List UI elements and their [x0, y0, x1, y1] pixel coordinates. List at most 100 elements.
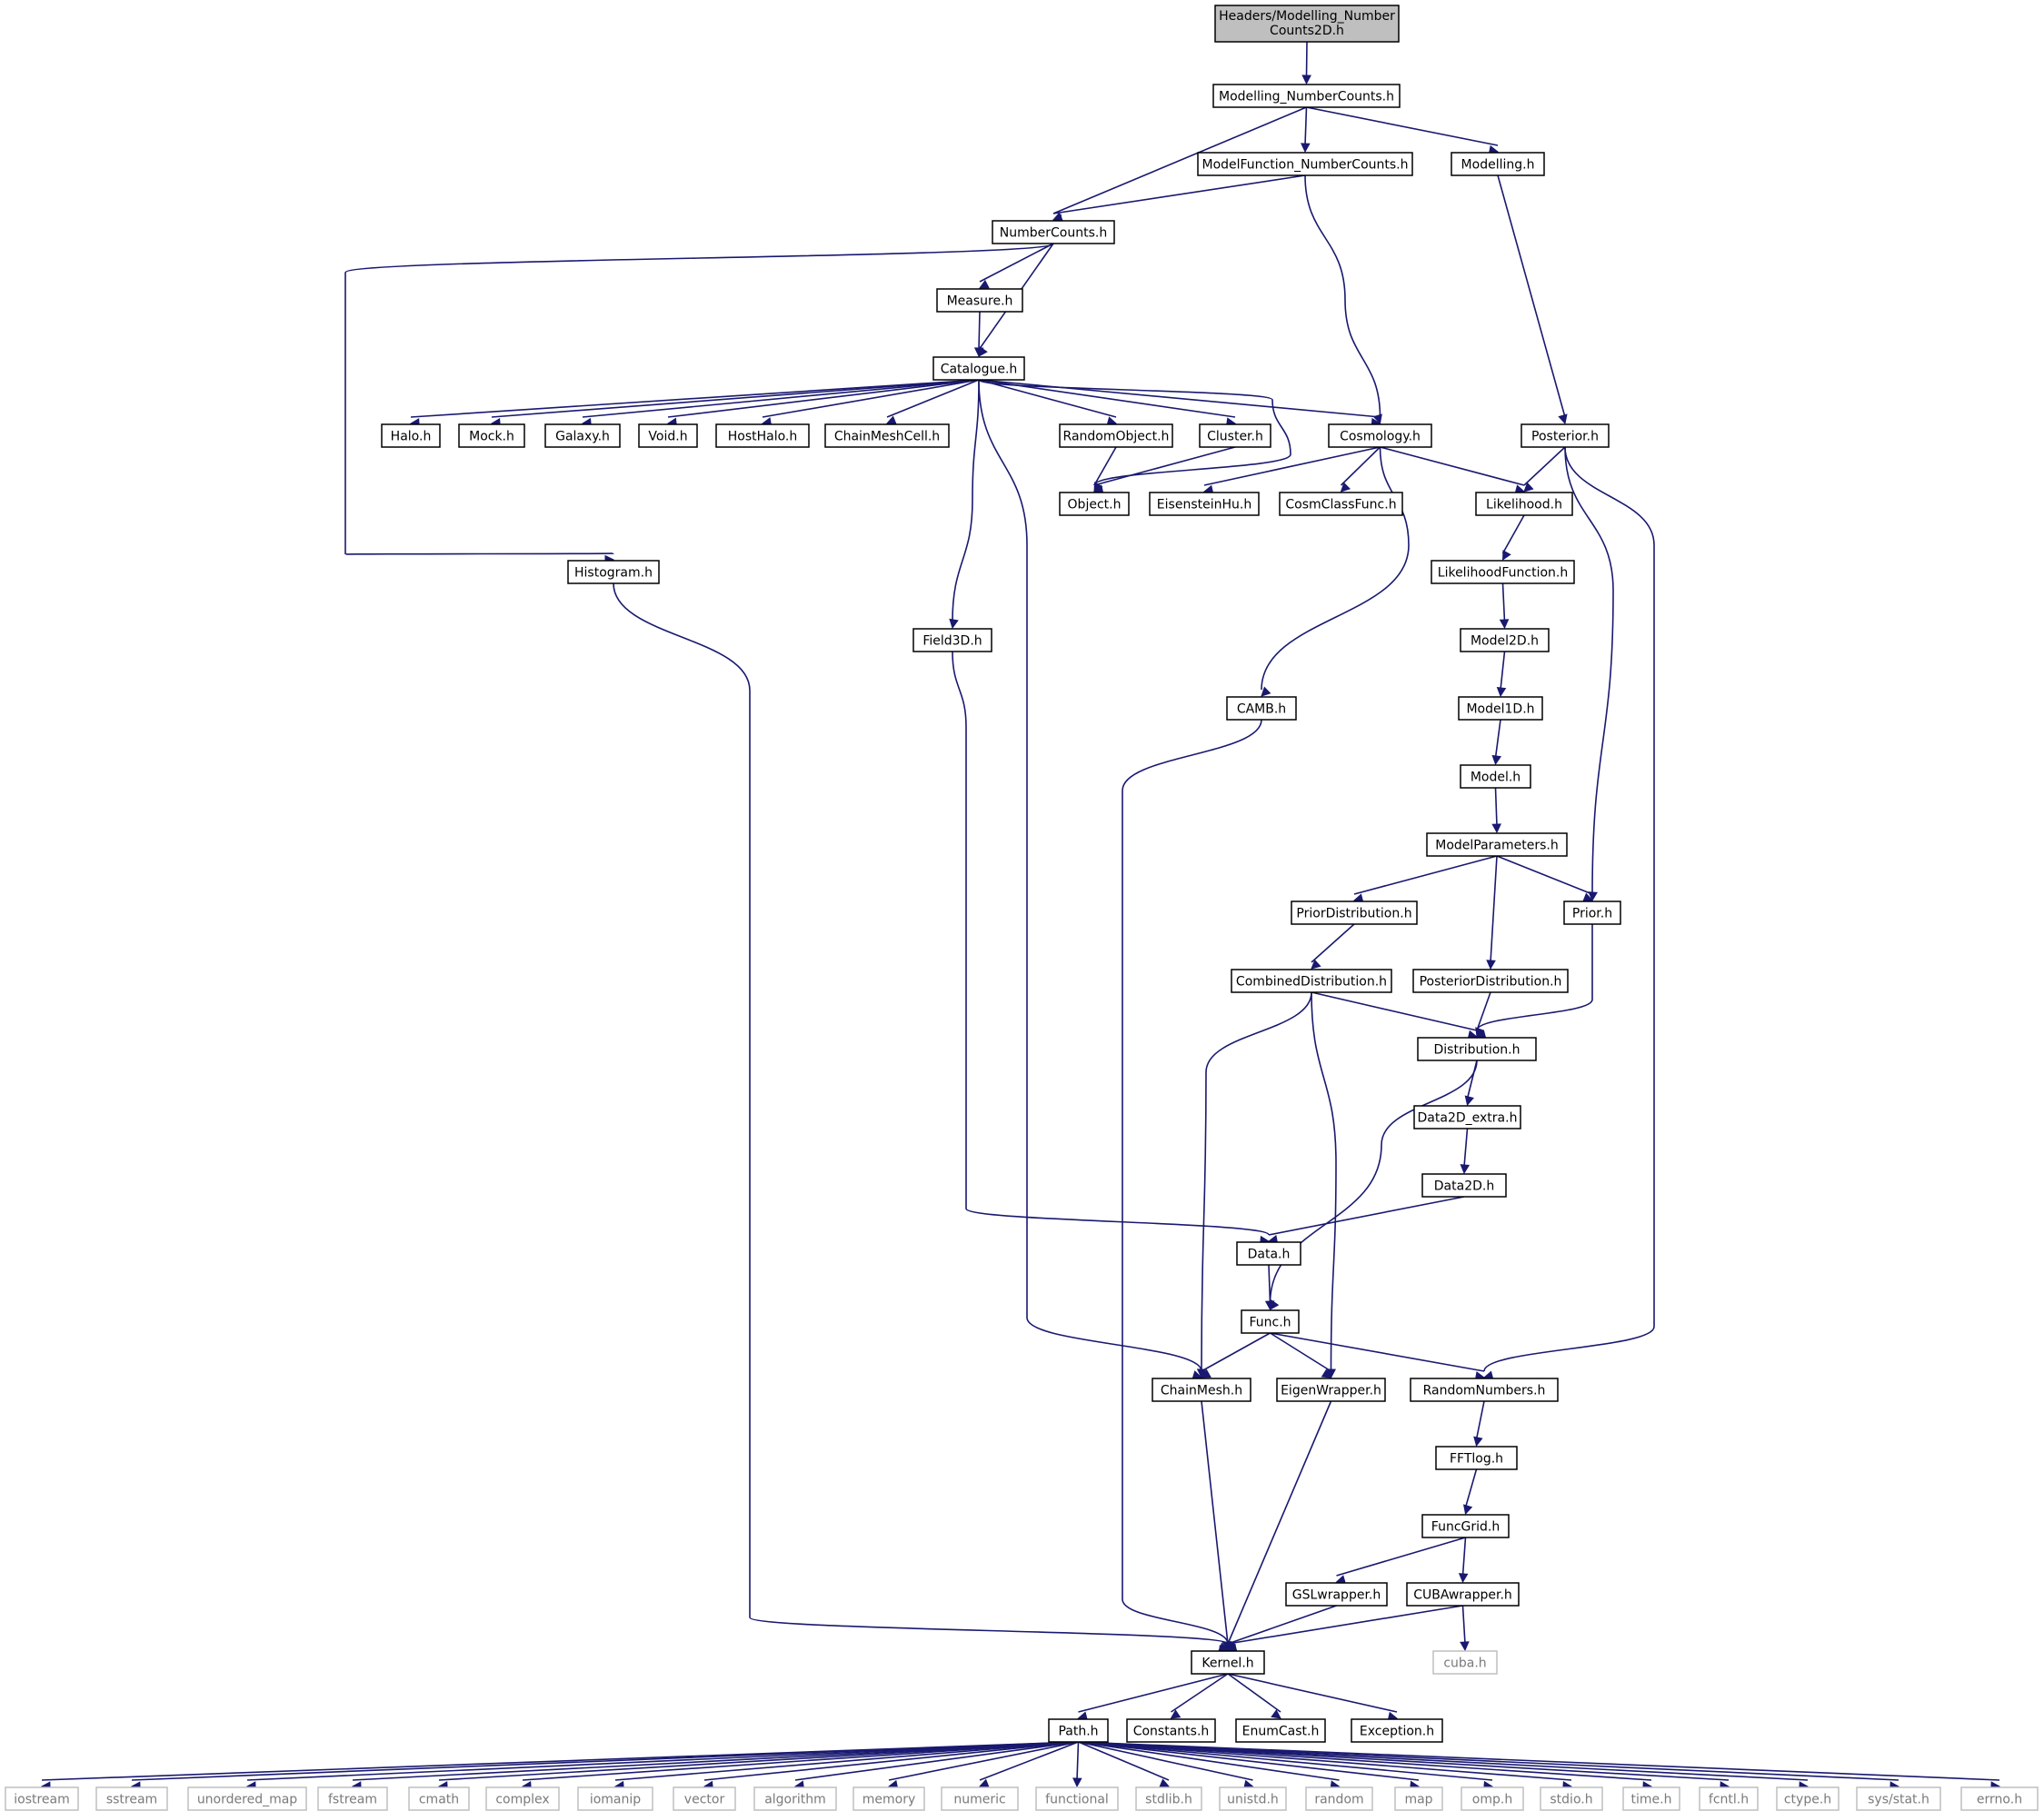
edge-modelparameters-to-posteriordistribution: [1490, 855, 1498, 963]
node-label: Likelihood.h: [1486, 498, 1562, 512]
node-label: Model2D.h: [1471, 634, 1539, 649]
edge-func-to-randomnumbers: [1270, 1332, 1485, 1372]
node-box: [1435, 1446, 1518, 1470]
node-hosthalo[interactable]: HostHalo.h: [715, 423, 810, 448]
node-model2d[interactable]: Model2D.h: [1460, 628, 1550, 652]
node-box: [1776, 1786, 1840, 1811]
edge-distribution-to-data2d_extra: [1466, 1060, 1478, 1100]
node-box: [992, 220, 1115, 244]
node-measure[interactable]: Measure.h: [936, 288, 1023, 313]
node-priordistribution[interactable]: PriorDistribution.h: [1291, 901, 1418, 925]
node-funcgrid[interactable]: FuncGrid.h: [1421, 1514, 1510, 1538]
node-data2d-extra[interactable]: Data2D_extra.h: [1413, 1105, 1521, 1129]
node-label: Halo.h: [391, 430, 432, 444]
node-object[interactable]: Object.h: [1059, 492, 1130, 516]
edge-catalogue-to-halo: [410, 379, 980, 418]
edge-numbercounts-to-measure: [979, 243, 1054, 283]
node-box: [1059, 423, 1173, 448]
node-label: vector: [684, 1793, 725, 1807]
node-chainmeshcell[interactable]: ChainMeshCell.h: [824, 423, 950, 448]
edge-path-to-random: [1078, 1741, 1340, 1781]
node-eigenwrapper[interactable]: EigenWrapper.h: [1276, 1378, 1386, 1402]
node-box: [1059, 492, 1130, 516]
node-model1d[interactable]: Model1D.h: [1458, 696, 1543, 721]
node-enumcast[interactable]: EnumCast.h: [1235, 1718, 1326, 1743]
node-label: Func.h: [1249, 1316, 1291, 1330]
node-unistd: unistd.h: [1219, 1786, 1287, 1811]
node-box: [544, 423, 621, 448]
node-box: [1152, 1378, 1251, 1402]
node-cosmology[interactable]: Cosmology.h: [1328, 423, 1432, 448]
node-distribution[interactable]: Distribution.h: [1417, 1037, 1537, 1061]
node-label: ChainMesh.h: [1161, 1384, 1242, 1398]
arrowhead-likelihood-to-likelihoodfunction: [1501, 550, 1511, 561]
node-numbercounts[interactable]: NumberCounts.h: [992, 220, 1115, 244]
node-camb[interactable]: CAMB.h: [1226, 696, 1297, 721]
node-func[interactable]: Func.h: [1241, 1309, 1300, 1334]
node-exception[interactable]: Exception.h: [1351, 1718, 1443, 1743]
node-randomobject[interactable]: RandomObject.h: [1059, 423, 1173, 448]
node-modelling-numbercounts[interactable]: Modelling_NumberCounts.h: [1212, 84, 1401, 108]
node-halo[interactable]: Halo.h: [381, 423, 441, 448]
node-model[interactable]: Model.h: [1460, 764, 1531, 789]
node-chainmesh[interactable]: ChainMesh.h: [1152, 1378, 1251, 1402]
node-galaxy[interactable]: Galaxy.h: [544, 423, 621, 448]
node-box: [1149, 492, 1260, 516]
node-label: Path.h: [1058, 1725, 1098, 1739]
node-gslwrapper[interactable]: GSLwrapper.h: [1285, 1582, 1388, 1607]
node-modelfunction-numbercounts[interactable]: ModelFunction_NumberCounts.h: [1197, 152, 1413, 176]
edge-cosmology-to-cosmclassfunc: [1340, 446, 1381, 486]
node-cluster[interactable]: Cluster.h: [1199, 423, 1271, 448]
node-box: [458, 423, 525, 448]
node-label: EigenWrapper.h: [1281, 1384, 1381, 1398]
node-iomanip: iomanip: [577, 1786, 653, 1811]
node-box: [1460, 764, 1531, 789]
node-data[interactable]: Data.h: [1236, 1241, 1301, 1266]
node-posterior[interactable]: Posterior.h: [1521, 423, 1610, 448]
node-fftlog[interactable]: FFTlog.h: [1435, 1446, 1518, 1470]
arrowhead-model1d-to-model: [1491, 754, 1501, 766]
node-modelparameters[interactable]: ModelParameters.h: [1426, 832, 1568, 857]
arrowhead-model-to-modelparameters: [1491, 823, 1501, 834]
node-catalogue[interactable]: Catalogue.h: [932, 356, 1025, 381]
node-prior[interactable]: Prior.h: [1563, 901, 1621, 925]
node-box: [1406, 1582, 1520, 1607]
node-likelihoodfunction[interactable]: LikelihoodFunction.h: [1431, 560, 1575, 584]
edge-path-to-stdio: [1078, 1741, 1572, 1781]
node-combineddistribution[interactable]: CombinedDistribution.h: [1231, 969, 1392, 993]
node-label: Measure.h: [947, 294, 1013, 309]
node-label: CombinedDistribution.h: [1236, 975, 1387, 990]
node-cosmclassfunc[interactable]: CosmClassFunc.h: [1279, 492, 1403, 516]
node-modelling[interactable]: Modelling.h: [1451, 152, 1545, 176]
node-data2d[interactable]: Data2D.h: [1421, 1173, 1507, 1198]
node-label: FuncGrid.h: [1431, 1520, 1500, 1535]
node-label: Object.h: [1068, 498, 1122, 512]
node-path[interactable]: Path.h: [1048, 1718, 1109, 1743]
node-posteriordistribution[interactable]: PosteriorDistribution.h: [1412, 969, 1569, 993]
node-constants[interactable]: Constants.h: [1126, 1718, 1216, 1743]
node-box: [1540, 1786, 1603, 1811]
edge-path-to-stdlib: [1078, 1741, 1170, 1781]
node-mock[interactable]: Mock.h: [458, 423, 525, 448]
node-box: [1461, 1786, 1524, 1811]
node-algorithm: algorithm: [753, 1786, 837, 1811]
node-label: sys/stat.h: [1868, 1793, 1929, 1807]
edge-posterior-to-likelihood: [1523, 446, 1566, 486]
node-box: [1960, 1786, 2039, 1811]
node-kernel[interactable]: Kernel.h: [1191, 1650, 1265, 1675]
node-field3d[interactable]: Field3D.h: [912, 628, 992, 652]
node-box: [1291, 901, 1418, 925]
node-likelihood[interactable]: Likelihood.h: [1475, 492, 1573, 516]
node-label: errno.h: [1977, 1793, 2022, 1807]
node-cubawrapper[interactable]: CUBAwrapper.h: [1406, 1582, 1520, 1607]
edge-path-to-cmath: [438, 1741, 1079, 1781]
node-box: [187, 1786, 307, 1811]
node-memory: memory: [852, 1786, 925, 1811]
node-randomnumbers[interactable]: RandomNumbers.h: [1410, 1378, 1559, 1402]
node-box: [1412, 969, 1569, 993]
node-histogram[interactable]: Histogram.h: [567, 560, 660, 584]
node-box: [638, 423, 698, 448]
node-void[interactable]: Void.h: [638, 423, 698, 448]
node-eisensteinhu[interactable]: EisensteinHu.h: [1149, 492, 1260, 516]
